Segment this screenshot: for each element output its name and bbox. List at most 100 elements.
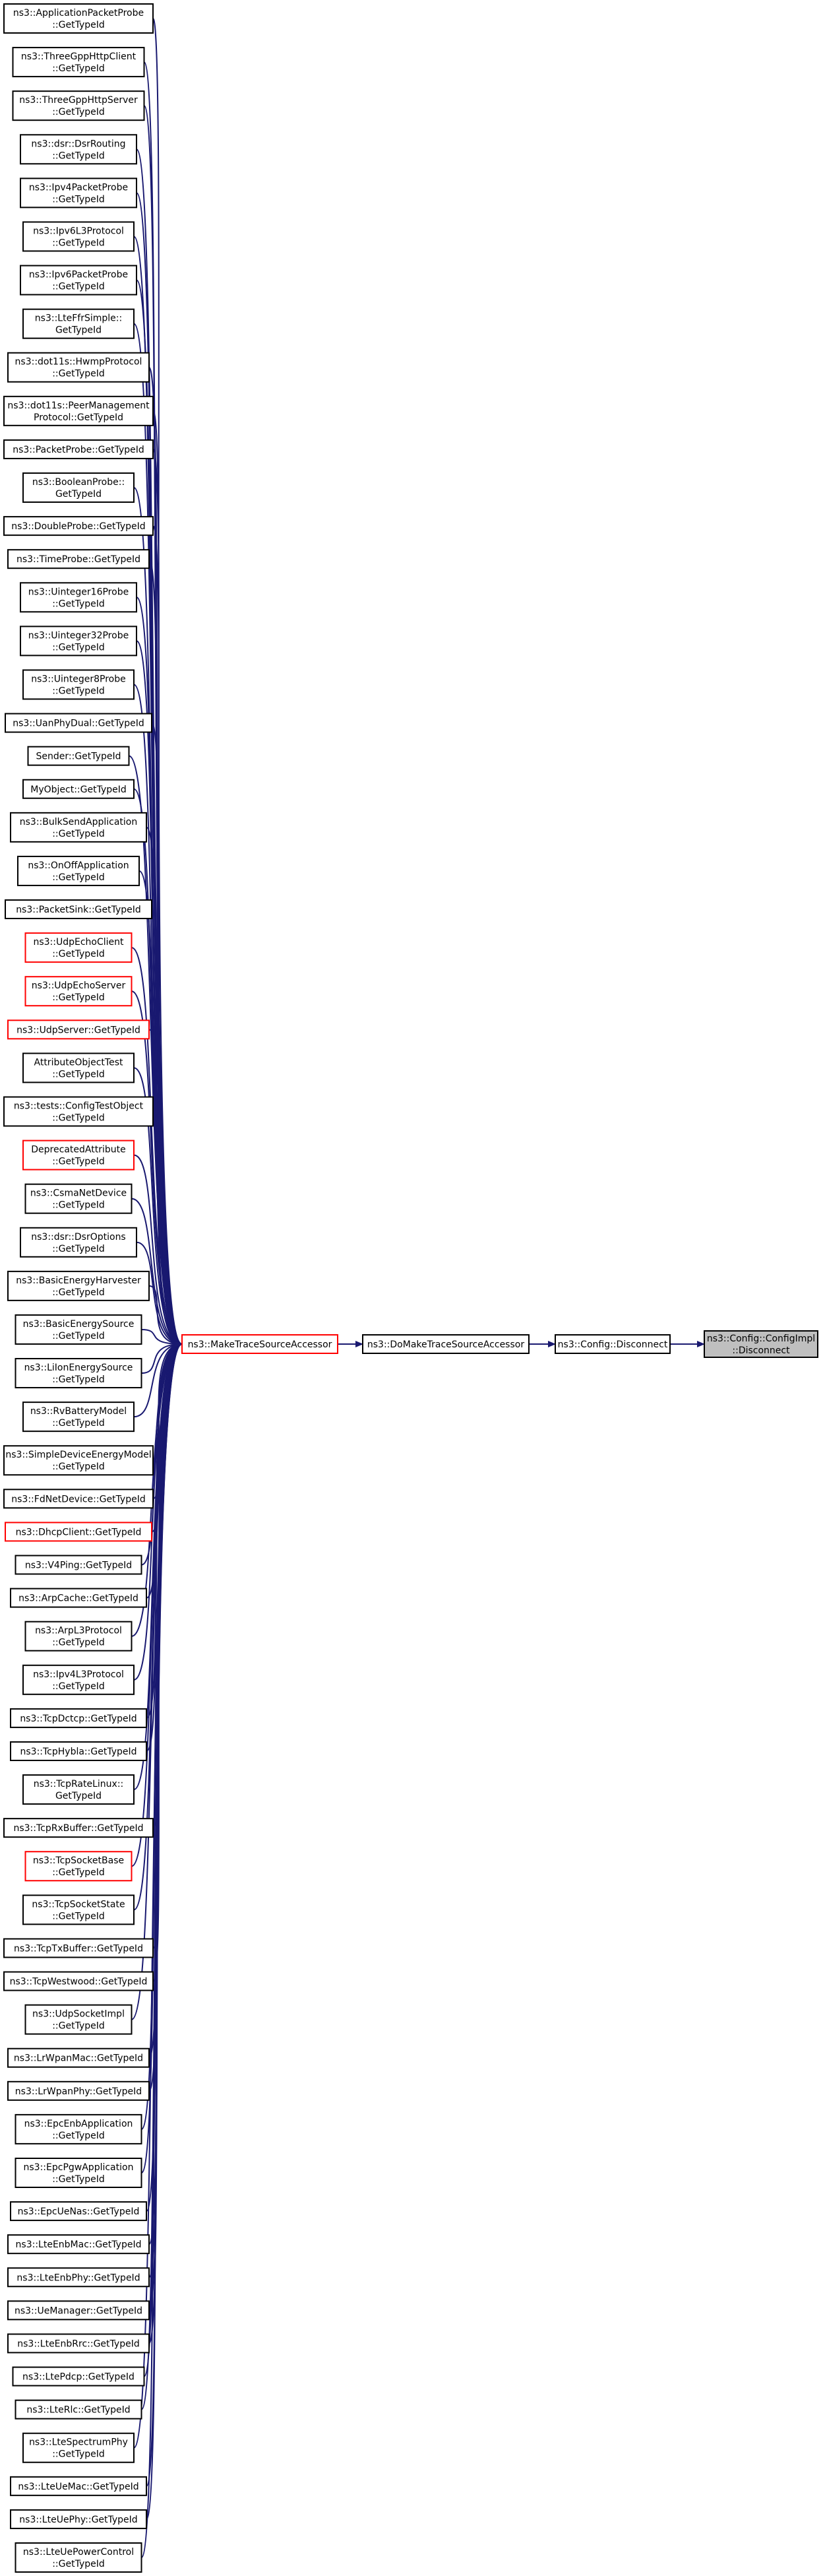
caller-node-ns3-onoffapplication-gettypeid[interactable]: ns3::OnOffApplication::GetTypeId (17, 855, 140, 886)
caller-node-ns3-tcptxbuffer-gettypeid[interactable]: ns3::TcpTxBuffer::GetTypeId (3, 1938, 154, 1958)
caller-node-ns3-threegpphttpclient-gettypeid[interactable]: ns3::ThreeGppHttpClient::GetTypeId (12, 47, 145, 78)
caller-node-ns3-dhcpclient-gettypeid[interactable]: ns3::DhcpClient::GetTypeId (5, 1522, 152, 1542)
caller-node-ns3-arpcache-gettypeid[interactable]: ns3::ArpCache::GetTypeId (10, 1588, 147, 1608)
caller-node-ns3-basicenergyharvester-gettypeid[interactable]: ns3::BasicEnergyHarvester::GetTypeId (7, 1270, 150, 1301)
node-label: ns3::LteEnbMac::GetTypeId (16, 2239, 142, 2250)
caller-node-ns3-uinteger32probe-gettypeid[interactable]: ns3::Uinteger32Probe::GetTypeId (20, 626, 137, 657)
config-impl-disconnect-node[interactable]: ns3::Config::ConfigImpl::Disconnect (704, 1330, 818, 1358)
caller-node-ns3-ipv6l3protocol-gettypeid[interactable]: ns3::Ipv6L3Protocol::GetTypeId (22, 221, 135, 252)
caller-node-ns3-udpserver-gettypeid[interactable]: ns3::UdpServer::GetTypeId (7, 1019, 150, 1040)
edge-to-make-trace-source-accessor (133, 1341, 183, 1681)
node-label: ::GetTypeId (52, 1418, 105, 1429)
caller-node-ns3-lteuemac-gettypeid[interactable]: ns3::LteUeMac::GetTypeId (10, 2476, 147, 2496)
caller-node-ns3-tcpratelinux-gettypeid[interactable]: ns3::TcpRateLinux::GetTypeId (22, 1774, 135, 1805)
caller-node-ns3-lterlc-gettypeid[interactable]: ns3::LteRlc::GetTypeId (15, 2399, 142, 2420)
node-label: ns3::CsmaNetDevice (30, 1188, 127, 1199)
caller-node-ns3-uanphydual-gettypeid[interactable]: ns3::UanPhyDual::GetTypeId (5, 713, 152, 733)
caller-node-ns3-lrwpanmac-gettypeid[interactable]: ns3::LrWpanMac::GetTypeId (7, 2047, 150, 2068)
caller-node-ns3-uemanager-gettypeid[interactable]: ns3::UeManager::GetTypeId (7, 2300, 150, 2321)
edge-to-make-trace-source-accessor (133, 1154, 183, 1347)
caller-node-ns3-tcprxbuffer-gettypeid[interactable]: ns3::TcpRxBuffer::GetTypeId (3, 1818, 154, 1838)
caller-node-ns3-epcenbapplication-gettypeid[interactable]: ns3::EpcEnbApplication::GetTypeId (15, 2113, 142, 2144)
node-label: ns3::Uinteger8Probe (31, 674, 126, 684)
caller-node-ns3-epcuenas-gettypeid[interactable]: ns3::EpcUeNas::GetTypeId (10, 2201, 147, 2222)
caller-node-ns3-bulksendapplication-gettypeid[interactable]: ns3::BulkSendApplication::GetTypeId (10, 812, 147, 843)
caller-node-ns3-liionenergysource-gettypeid[interactable]: ns3::LiIonEnergySource::GetTypeId (15, 1358, 142, 1389)
caller-node-sender-gettypeid[interactable]: Sender::GetTypeId (27, 746, 130, 766)
node-box (15, 2399, 142, 2420)
caller-node-ns3-simpledeviceenergymodel-gettypeid[interactable]: ns3::SimpleDeviceEnergyModel::GetTypeId (3, 1445, 154, 1476)
node-box (7, 1019, 150, 1040)
caller-node-deprecatedattribute-gettypeid[interactable]: DeprecatedAttribute::GetTypeId (22, 1140, 135, 1171)
node-label: ns3::TcpTxBuffer::GetTypeId (14, 1943, 143, 1954)
caller-node-ns3-ipv6packetprobe-gettypeid[interactable]: ns3::Ipv6PacketProbe::GetTypeId (20, 265, 137, 296)
caller-node-ns3-lteenbphy-gettypeid[interactable]: ns3::LteEnbPhy::GetTypeId (7, 2267, 150, 2288)
make-trace-source-accessor-node[interactable]: ns3::MakeTraceSourceAccessor (181, 1334, 338, 1354)
caller-node-myobject-gettypeid[interactable]: MyObject::GetTypeId (22, 779, 135, 799)
caller-node-ns3-dsr-dsrrouting-gettypeid[interactable]: ns3::dsr::DsrRouting::GetTypeId (20, 134, 137, 165)
caller-node-ns3-tcphybla-gettypeid[interactable]: ns3::TcpHybla::GetTypeId (10, 1741, 147, 1761)
edge-to-make-trace-source-accessor (133, 1341, 183, 1911)
caller-node-ns3-rvbatterymodel-gettypeid[interactable]: ns3::RvBatteryModel::GetTypeId (22, 1401, 135, 1433)
caller-node-ns3-packetprobe-gettypeid[interactable]: ns3::PacketProbe::GetTypeId (3, 439, 154, 459)
caller-node-ns3-lteffrsimple-gettypeid[interactable]: ns3::LteFfrSimple::GetTypeId (22, 308, 135, 339)
node-label: ns3::Uinteger32Probe (28, 630, 129, 641)
config-disconnect-node[interactable]: ns3::Config::Disconnect (555, 1334, 671, 1354)
node-label: ::GetTypeId (52, 1069, 105, 1079)
caller-node-ns3-timeprobe-gettypeid[interactable]: ns3::TimeProbe::GetTypeId (7, 549, 150, 569)
caller-node-ns3-csmanetdevice-gettypeid[interactable]: ns3::CsmaNetDevice::GetTypeId (24, 1183, 133, 1214)
caller-node-ns3-tcpsocketbase-gettypeid[interactable]: ns3::TcpSocketBase::GetTypeId (24, 1851, 133, 1882)
caller-node-ns3-tcpdctcp-gettypeid[interactable]: ns3::TcpDctcp::GetTypeId (10, 1708, 147, 1728)
caller-node-ns3-tcpwestwood-gettypeid[interactable]: ns3::TcpWestwood::GetTypeId (3, 1971, 154, 1991)
caller-node-ns3-tcpsocketstate-gettypeid[interactable]: ns3::TcpSocketState::GetTypeId (22, 1894, 135, 1925)
node-label: ns3::TcpSocketBase (33, 1855, 124, 1866)
caller-node-ns3-lteuephy-gettypeid[interactable]: ns3::LteUePhy::GetTypeId (10, 2509, 147, 2529)
caller-node-ns3-doubleprobe-gettypeid[interactable]: ns3::DoubleProbe::GetTypeId (3, 516, 154, 536)
caller-node-ns3-udpechoclient-gettypeid[interactable]: ns3::UdpEchoClient::GetTypeId (24, 932, 133, 963)
caller-node-ns3-applicationpacketprobe-gettypeid[interactable]: ns3::ApplicationPacketProbe::GetTypeId (3, 3, 154, 34)
caller-node-ns3-uinteger16probe-gettypeid[interactable]: ns3::Uinteger16Probe::GetTypeId (20, 582, 137, 613)
caller-node-ns3-lteuepowercontrol-gettypeid[interactable]: ns3::LteUePowerControl::GetTypeId (15, 2542, 142, 2573)
node-label: ::Disconnect (732, 1345, 790, 1356)
do-make-trace-source-accessor-node[interactable]: ns3::DoMakeTraceSourceAccessor (362, 1334, 530, 1354)
caller-node-ns3-lteenbrrc-gettypeid[interactable]: ns3::LteEnbRrc::GetTypeId (7, 2333, 150, 2354)
caller-node-ns3-fdnetdevice-gettypeid[interactable]: ns3::FdNetDevice::GetTypeId (3, 1489, 154, 1509)
caller-node-ns3-dot11s-hwmpprotocol-gettypeid[interactable]: ns3::dot11s::HwmpProtocol::GetTypeId (7, 352, 150, 383)
caller-node-ns3-dsr-dsroptions-gettypeid[interactable]: ns3::dsr::DsrOptions::GetTypeId (20, 1227, 137, 1258)
node-label: ::GetTypeId (52, 2449, 105, 2460)
caller-node-ns3-ipv4packetprobe-gettypeid[interactable]: ns3::Ipv4PacketProbe::GetTypeId (20, 177, 137, 209)
node-label: ns3::LteRlc::GetTypeId (26, 2405, 130, 2416)
caller-node-ns3-threegpphttpserver-gettypeid[interactable]: ns3::ThreeGppHttpServer::GetTypeId (12, 90, 145, 121)
node-label: ::GetTypeId (52, 1681, 105, 1692)
caller-node-ns3-uinteger8probe-gettypeid[interactable]: ns3::Uinteger8Probe::GetTypeId (22, 669, 135, 700)
caller-node-ns3-lteenbmac-gettypeid[interactable]: ns3::LteEnbMac::GetTypeId (7, 2234, 150, 2255)
node-box (20, 1227, 137, 1258)
node-label: ::GetTypeId (52, 1911, 105, 1921)
caller-node-ns3-udpechoserver-gettypeid[interactable]: ns3::UdpEchoServer::GetTypeId (24, 976, 133, 1007)
caller-node-ns3-dot11s-peermanagementprotocol-gettypeid[interactable]: ns3::dot11s::PeerManagementProtocol::Get… (3, 395, 154, 426)
node-label: ns3::DhcpClient::GetTypeId (16, 1527, 142, 1537)
caller-node-ns3-arpl3protocol-gettypeid[interactable]: ns3::ArpL3Protocol::GetTypeId (24, 1621, 133, 1652)
node-label: ns3::LteUePhy::GetTypeId (19, 2515, 137, 2525)
node-label: ns3::OnOffApplication (28, 860, 129, 871)
caller-node-attributeobjecttest-gettypeid[interactable]: AttributeObjectTest::GetTypeId (22, 1052, 135, 1083)
node-box (5, 899, 152, 920)
caller-node-ns3-epcpgwapplication-gettypeid[interactable]: ns3::EpcPgwApplication::GetTypeId (15, 2157, 142, 2188)
node-box (3, 395, 154, 426)
caller-node-ns3-packetsink-gettypeid[interactable]: ns3::PacketSink::GetTypeId (5, 899, 152, 920)
node-label: GetTypeId (55, 489, 102, 499)
caller-node-ns3-udpsocketimpl-gettypeid[interactable]: ns3::UdpSocketImpl::GetTypeId (24, 2004, 133, 2035)
caller-node-ns3-ipv4l3protocol-gettypeid[interactable]: ns3::Ipv4L3Protocol::GetTypeId (22, 1664, 135, 1695)
caller-node-ns3-tests-configtestobject-gettypeid[interactable]: ns3::tests::ConfigTestObject::GetTypeId (3, 1096, 154, 1127)
node-label: ns3::UdpSocketImpl (32, 2009, 125, 2020)
node-label: ns3::TcpHybla::GetTypeId (20, 1747, 137, 1757)
caller-node-ns3-lrwpanphy-gettypeid[interactable]: ns3::LrWpanPhy::GetTypeId (7, 2080, 150, 2101)
node-label: ::GetTypeId (52, 1112, 105, 1123)
caller-node-ns3-v4ping-gettypeid[interactable]: ns3::V4Ping::GetTypeId (15, 1555, 142, 1575)
node-label: ::GetTypeId (52, 1331, 105, 1341)
node-box (5, 713, 152, 733)
caller-node-ns3-ltespectrumphy-gettypeid[interactable]: ns3::LteSpectrumPhy::GetTypeId (22, 2432, 135, 2463)
caller-node-ns3-basicenergysource-gettypeid[interactable]: ns3::BasicEnergySource::GetTypeId (15, 1314, 142, 1345)
caller-node-ns3-booleanprobe-gettypeid[interactable]: ns3::BooleanProbe::GetTypeId (22, 472, 135, 503)
caller-node-ns3-ltepdcp-gettypeid[interactable]: ns3::LtePdcp::GetTypeId (12, 2366, 145, 2387)
